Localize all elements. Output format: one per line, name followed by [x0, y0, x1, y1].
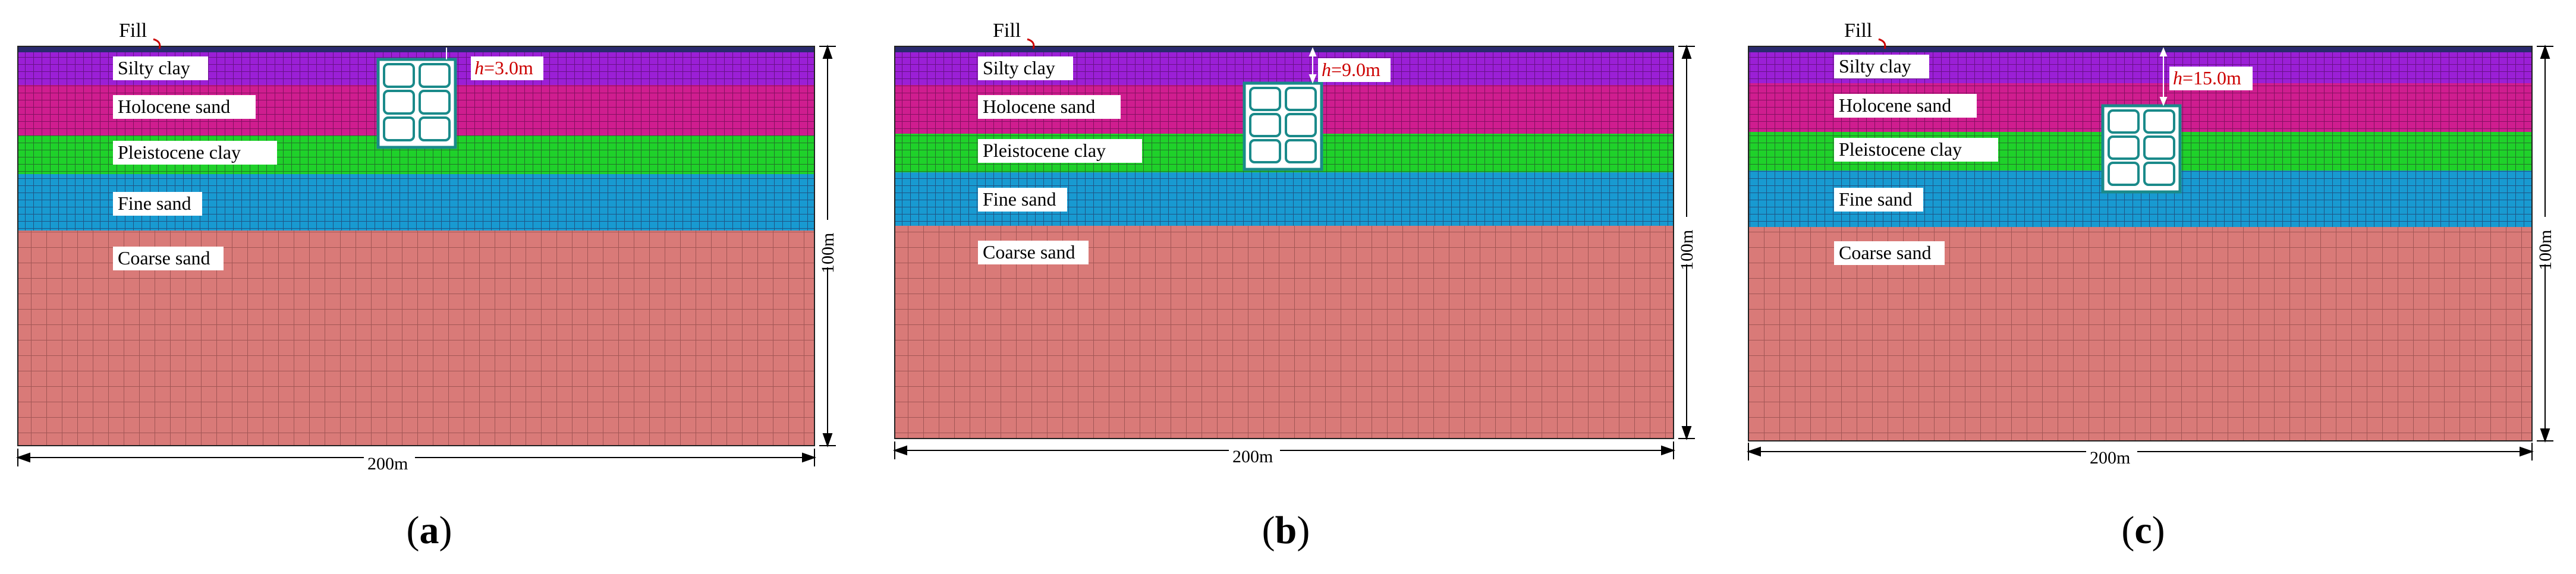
model-border: [1748, 46, 2533, 441]
depth-label-b: h=9.0m: [1322, 59, 1380, 80]
label-silty-clay: Silty clay: [118, 57, 190, 78]
label-fill: Fill: [1844, 20, 1872, 42]
label-coarse-sand: Coarse sand: [983, 241, 1075, 263]
mesh-diagram-b: Fill Silty clay Holocene sand Pleistocen…: [892, 20, 1697, 467]
layer-fill: [1748, 46, 2532, 52]
label-holocene-sand: Holocene sand: [1839, 94, 1951, 116]
label-holocene-sand: Holocene sand: [118, 96, 230, 117]
layer-fill: [895, 46, 1674, 52]
label-height-a: 100m: [818, 233, 838, 273]
dimension-width: [892, 441, 1676, 459]
panel-c: Fill Silty clay Holocene sand Pleistocen…: [1733, 0, 2576, 574]
label-silty-clay: Silty clay: [983, 57, 1055, 78]
label-fine-sand: Fine sand: [983, 188, 1056, 210]
label-coarse-sand: Coarse sand: [118, 247, 210, 269]
label-coarse-sand: Coarse sand: [1839, 242, 1932, 263]
label-pleistocene-clay: Pleistocene clay: [983, 140, 1106, 161]
label-fine-sand: Fine sand: [118, 193, 191, 214]
caption-a: (a): [406, 509, 452, 552]
label-fill: Fill: [993, 20, 1021, 42]
model-border: [894, 46, 1674, 439]
caption-c: (c): [2121, 509, 2165, 552]
label-fine-sand: Fine sand: [1839, 188, 1913, 210]
model-border: [17, 46, 815, 446]
depth-label-c: h=15.0m: [2173, 67, 2241, 89]
mesh-diagram-c: Fill Silty clay Holocene sand Pleistocen…: [1746, 20, 2555, 468]
caption-b: (b): [1262, 509, 1310, 552]
label-holocene-sand: Holocene sand: [983, 96, 1095, 117]
layer-fill: [18, 46, 814, 52]
depth-label-a: h=3.0m: [474, 57, 533, 78]
label-height-b: 100m: [1677, 230, 1697, 270]
panel-a: Fill Silty clay Holocene sand Pleistocen…: [0, 0, 858, 574]
label-pleistocene-clay: Pleistocene clay: [1839, 138, 1962, 160]
label-height-c: 100m: [2536, 230, 2555, 270]
label-pleistocene-clay: Pleistocene clay: [118, 141, 241, 163]
panel-b: Fill Silty clay Holocene sand Pleistocen…: [877, 0, 1735, 574]
label-silty-clay: Silty clay: [1839, 55, 1911, 77]
dimension-width: [15, 449, 817, 466]
label-width-b: 200m: [1232, 447, 1273, 466]
structure-box: [1243, 81, 1323, 171]
depth-arrow-c: [2159, 47, 2168, 106]
structure-box: [2101, 104, 2182, 194]
label-fill: Fill: [119, 20, 147, 42]
depth-arrow-b: [1309, 47, 1317, 84]
label-width-c: 200m: [2090, 448, 2130, 468]
label-width-a: 200m: [367, 454, 408, 474]
mesh-diagram-a: Fill Silty clay Holocene sand Pleistocen…: [15, 20, 838, 474]
dimension-width: [1746, 443, 2534, 461]
structure-box: [376, 58, 457, 149]
